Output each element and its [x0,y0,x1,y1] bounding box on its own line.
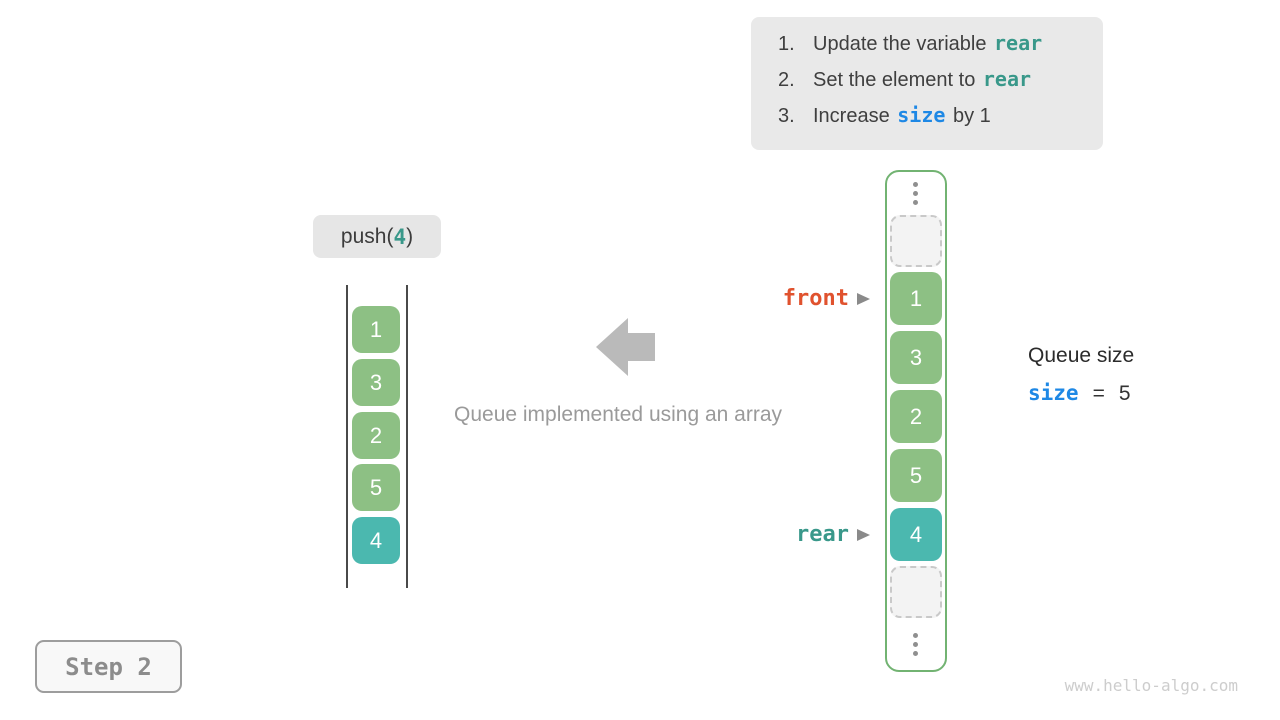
instruction-number: 2. [778,69,795,91]
instruction-text: Set the element to rear [813,67,1032,91]
stack-cell: 3 [352,359,400,406]
instruction-item: 3. Increase size by 1 [778,103,1103,139]
front-pointer: front [758,286,870,311]
ellipsis-bottom-icon [913,633,918,656]
instructions-panel: 1. Update the variable rear 2. Set the e… [751,17,1103,150]
watermark: www.hello-algo.com [1064,676,1238,695]
queue-size-value-row: size = 5 [1028,381,1134,406]
size-value: 5 [1118,382,1131,405]
queue-size-title: Queue size [1028,344,1135,367]
empty-slot [890,566,942,618]
queue-cell: 5 [890,449,942,502]
step-badge: Step 2 [35,640,182,693]
stack-rail-right [406,285,408,588]
queue-cell: 3 [890,331,942,384]
rear-pointer-label: rear [796,522,849,547]
block-arrow-left-icon [596,318,655,376]
ellipsis-top-icon [913,182,918,205]
instruction-number: 1. [778,33,795,55]
stack-cell: 5 [352,464,400,511]
code-token-size: size [897,103,946,127]
instruction-number: 3. [778,105,795,127]
instruction-text: Update the variable rear [813,31,1043,55]
push-argument: 4 [393,224,407,249]
rear-pointer: rear [758,522,870,547]
size-variable: size [1028,381,1079,405]
arrowhead-right-icon [857,528,870,541]
queue-size-block: Queue size size = 5 [1028,344,1134,406]
arrowhead-right-icon [857,292,870,305]
queue-cell: 2 [890,390,942,443]
push-operation-label: push(4) [313,215,441,258]
stack-cell: 1 [352,306,400,353]
empty-slot [890,215,942,267]
front-pointer-label: front [782,286,849,311]
stack-cell-new: 4 [352,517,400,564]
diagram-caption: Queue implemented using an array [454,403,783,426]
code-token-rear: rear [982,67,1032,91]
equals-sign: = [1092,382,1105,405]
instruction-text: Increase size by 1 [813,103,991,127]
code-token-rear: rear [994,31,1043,55]
stack-rail-left [346,285,348,588]
stack-cell: 2 [352,412,400,459]
queue-cell-front: 1 [890,272,942,325]
queue-cell-rear: 4 [890,508,942,561]
instruction-item: 2. Set the element to rear [778,67,1103,103]
instruction-item: 1. Update the variable rear [778,31,1103,67]
